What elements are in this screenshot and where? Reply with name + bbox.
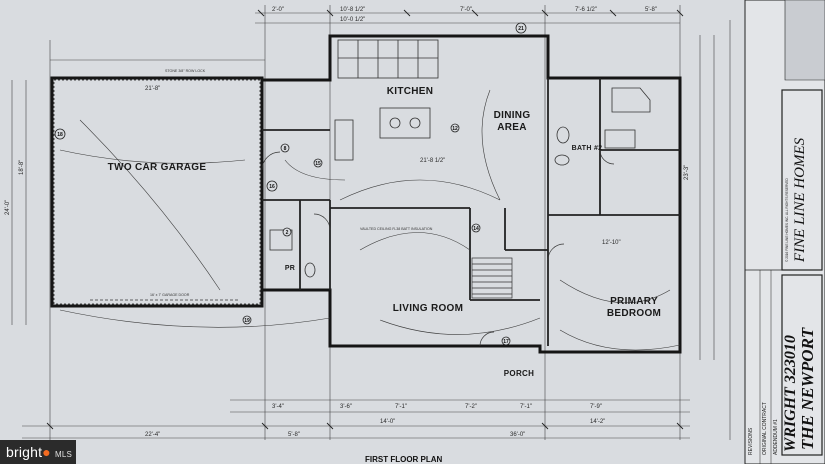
electrical-runs xyxy=(59,89,681,351)
room-label-kitchen: KITCHEN xyxy=(387,86,434,97)
room-label-bath: BATH #2 xyxy=(572,145,603,152)
dim-bottom-d: 7'-2" xyxy=(465,404,477,410)
dim-kitchen-width: 21'-8 1/2" xyxy=(420,158,445,164)
room-label-dining: DINING xyxy=(494,110,531,121)
room-label-garage: TWO CAR GARAGE xyxy=(108,162,207,173)
title-contract: ORIGINAL CONTRACT xyxy=(762,402,768,455)
note-vaulted-ceiling: VAULTED CEILING R-38 BATT INSULATION xyxy=(360,227,433,231)
title-addendum: ADDENDUM #1 xyxy=(773,419,779,455)
dim-top-f: 10'-0 1/2" xyxy=(340,17,365,23)
note-garage-door: 16' x 7' GARAGE DOOR xyxy=(150,293,190,297)
dim-overall-left: 22'-4" xyxy=(145,432,160,438)
dim-top-b: 10'-8 1/2" xyxy=(340,7,365,13)
callout-label: 17 xyxy=(503,339,509,345)
callout-bubbles xyxy=(54,22,527,346)
note-stone-row-lock: STONE 3/8" ROW LOCK xyxy=(165,69,206,73)
dim-top-c: 7'-0" xyxy=(460,7,472,13)
stairs xyxy=(471,257,513,299)
dim-overall-mid: 5'-8" xyxy=(288,432,300,438)
title-plan-name: THE NEWPORT xyxy=(798,327,817,450)
dim-bottom-f: 7'-9" xyxy=(590,404,602,410)
callout-label: 21 xyxy=(518,26,524,32)
title-plan-code: WRIGHT 323010 xyxy=(782,335,799,452)
door-swings xyxy=(261,149,615,347)
callout-label: 14 xyxy=(473,226,479,232)
room-label-dining-area: AREA xyxy=(497,122,527,133)
callout-label: 12 xyxy=(452,126,458,132)
callout-label: 19 xyxy=(244,318,250,324)
room-label-living: LIVING ROOM xyxy=(393,303,464,314)
dim-left-a: 24'-0" xyxy=(5,200,11,215)
dim-top-e: 5'-8" xyxy=(645,7,657,13)
dim-top-a: 2'-0" xyxy=(272,7,284,13)
dim-bottom-c: 7'-1" xyxy=(395,404,407,410)
watermark-suffix: MLS xyxy=(54,450,73,459)
dim-right-a: 23'-3" xyxy=(684,165,690,180)
dim-overall-right: 36'-0" xyxy=(510,432,525,438)
dimension-ticks xyxy=(46,9,684,430)
callout-label: 2 xyxy=(286,230,289,236)
dim-bottom-h: 14'-2" xyxy=(590,419,605,425)
dim-bottom-e: 7'-1" xyxy=(520,404,532,410)
dim-top-d: 7'-6 1/2" xyxy=(575,7,597,13)
brightmls-watermark: bright● MLS xyxy=(0,440,76,464)
watermark-brand: bright xyxy=(6,444,43,460)
dim-left-b: 18'-8" xyxy=(19,160,25,175)
callout-label: 16 xyxy=(269,184,275,190)
callout-label: 18 xyxy=(57,132,63,138)
title-block: FINE LINE HOMES THE NEWPORT WRIGHT 32301… xyxy=(744,0,825,464)
room-label-powder: PR xyxy=(285,265,295,272)
dim-bottom-a: 3'-4" xyxy=(272,404,284,410)
dim-primary-width: 12'-10" xyxy=(602,240,621,246)
callout-label: 15 xyxy=(315,161,321,167)
room-label-porch: PORCH xyxy=(504,369,534,378)
title-copyright: © 2016 FINE LINE HOMES INC. ALL RIGHTS R… xyxy=(785,177,789,262)
bath-fixtures xyxy=(269,87,651,278)
title-revisions: REVISIONS xyxy=(748,427,754,455)
interior-walls xyxy=(262,78,680,346)
room-label-primary: PRIMARY xyxy=(610,296,658,307)
title-company: FINE LINE HOMES xyxy=(792,137,808,263)
dim-bottom-b: 3'-6" xyxy=(340,404,352,410)
dim-garage-width: 21'-8" xyxy=(145,86,160,92)
kitchen-cabinets xyxy=(334,39,439,161)
plan-title: FIRST FLOOR PLAN xyxy=(365,455,443,464)
dim-bottom-g: 14'-0" xyxy=(380,419,395,425)
callout-label: 8 xyxy=(284,146,287,152)
room-label-bedroom: BEDROOM xyxy=(607,308,661,319)
